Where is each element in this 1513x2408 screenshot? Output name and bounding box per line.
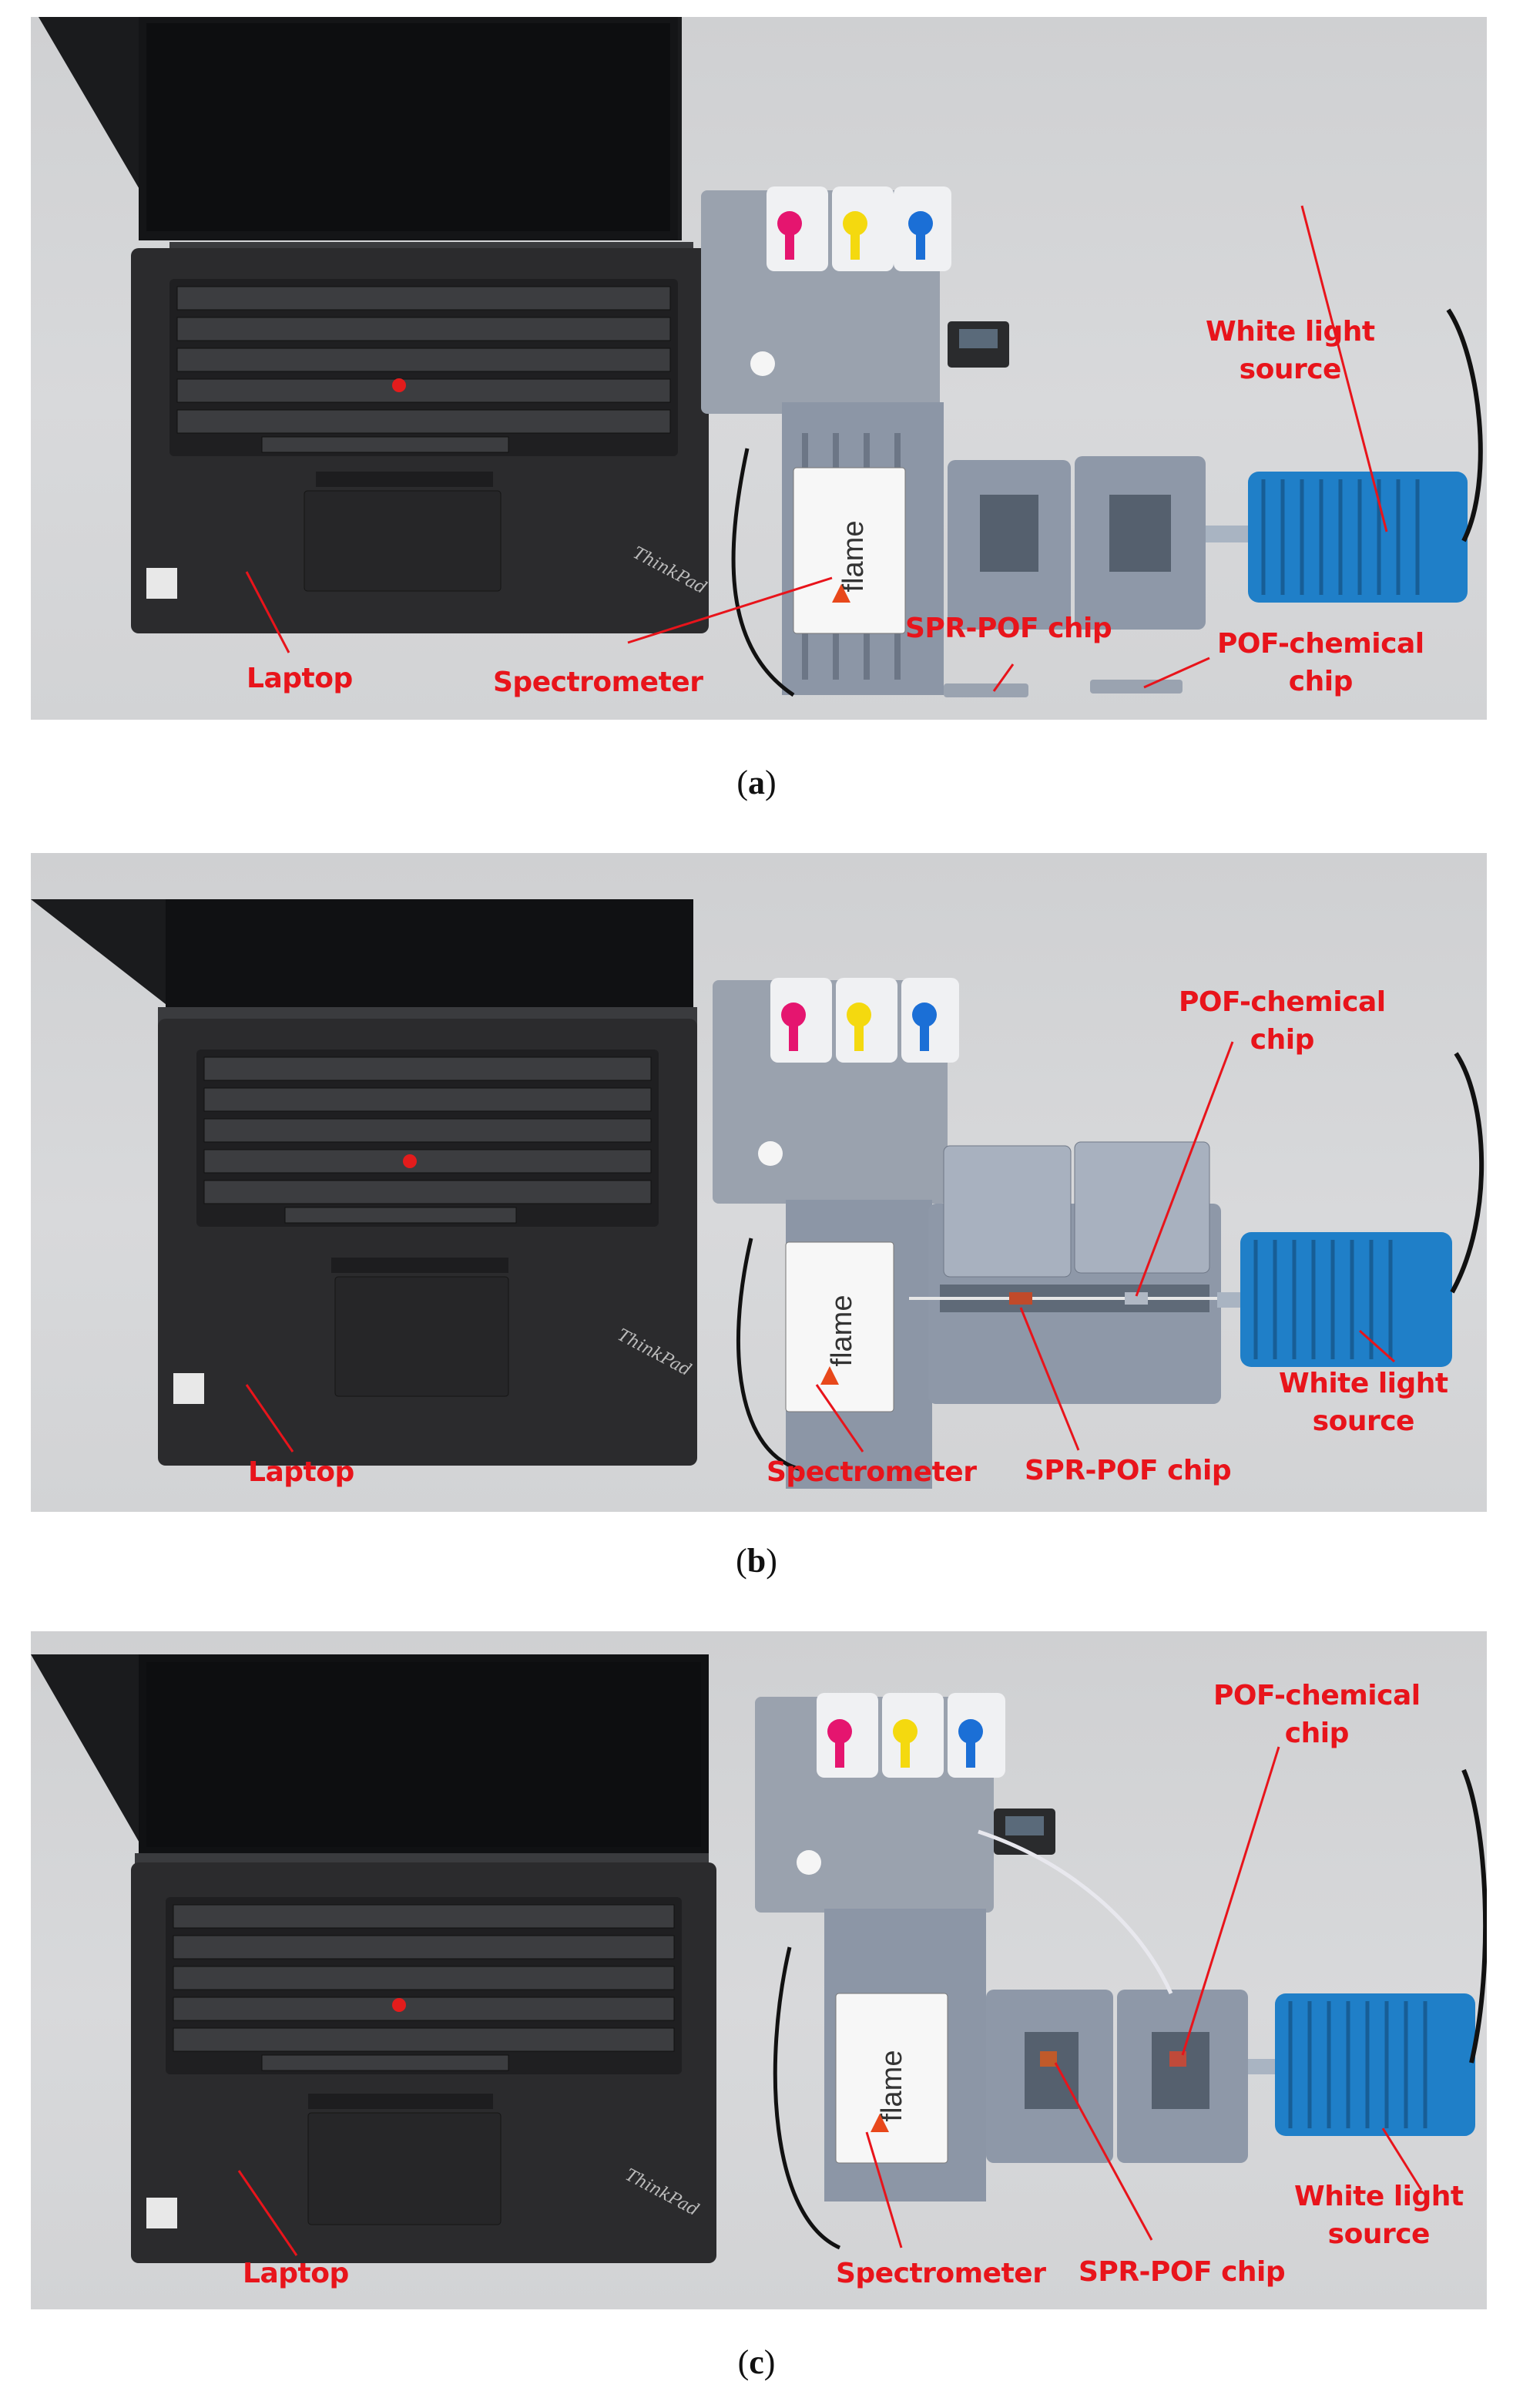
label-laptop-b: Laptop xyxy=(248,1456,354,1488)
chip-holder-right xyxy=(1075,456,1206,630)
pof-chemical-chip xyxy=(1169,2051,1186,2067)
ink-reservoir xyxy=(701,186,1009,414)
laptop: ThinkPad xyxy=(39,17,710,633)
photo-panel-b: ThinkPad flame xyxy=(31,853,1487,1512)
setup-photo-b: ThinkPad flame xyxy=(31,899,1484,1489)
chip-holder-left xyxy=(948,460,1071,630)
chip-holder-left xyxy=(986,1990,1113,2163)
caption-c: (c) xyxy=(737,2343,776,2381)
label-light-source-c: White light source xyxy=(1294,2181,1464,2250)
label-pof-chip-c: POF-chemical chip xyxy=(1213,1680,1421,1749)
ink-reservoir xyxy=(755,1693,1055,1913)
spr-pof-chip xyxy=(1040,2051,1057,2067)
ink-reservoir xyxy=(713,978,959,1204)
chip-holder-right xyxy=(1117,1990,1248,2163)
spr-pof-chip xyxy=(944,683,1028,697)
label-spectrometer-c: Spectrometer xyxy=(836,2258,1046,2289)
setup-photo-c: ThinkPad flame xyxy=(31,1654,1487,2263)
pof-chemical-chip xyxy=(1090,680,1183,694)
white-light-source xyxy=(1206,472,1468,603)
label-light-source-a: White light source xyxy=(1206,316,1375,385)
label-laptop-a: Laptop xyxy=(247,663,353,694)
spectrometer: flame xyxy=(785,1241,894,1412)
setup-photo-a: ThinkPad flame xyxy=(39,17,1483,697)
white-light-source xyxy=(1248,1993,1475,2136)
label-spr-chip-a: SPR-POF chip xyxy=(905,613,1112,644)
label-spectrometer-b: Spectrometer xyxy=(767,1456,977,1488)
label-light-source-b: White light source xyxy=(1279,1368,1448,1437)
spectrometer-brand: flame xyxy=(837,521,870,593)
spectrometer-brand: flame xyxy=(826,1295,858,1367)
caption-b: (b) xyxy=(736,1542,777,1580)
laptop: ThinkPad xyxy=(31,1654,716,2263)
white-light-source xyxy=(1217,1232,1452,1367)
label-pof-chip-a: POF-chemical chip xyxy=(1217,628,1424,697)
open-chip-holder xyxy=(909,1141,1233,1404)
label-pof-chip-b: POF-chemical chip xyxy=(1179,986,1386,1056)
spr-pof-chip xyxy=(1009,1292,1032,1305)
caption-letter-a: a xyxy=(748,764,765,801)
caption-letter-b: b xyxy=(746,1542,767,1580)
photo-panel-a: ThinkPad flame xyxy=(31,17,1487,720)
laptop: ThinkPad xyxy=(31,899,697,1466)
caption-a: (a) xyxy=(736,764,777,801)
photo-panel-c: ThinkPad flame xyxy=(31,1631,1487,2309)
spectrometer: flame xyxy=(793,467,906,634)
spectrometer: flame xyxy=(835,1993,948,2164)
label-spr-chip-b: SPR-POF chip xyxy=(1025,1455,1232,1486)
caption-letter-c: c xyxy=(749,2343,764,2381)
label-spr-chip-c: SPR-POF chip xyxy=(1079,2256,1286,2288)
label-spectrometer-a: Spectrometer xyxy=(493,667,703,698)
label-laptop-c: Laptop xyxy=(243,2258,349,2289)
pof-chemical-chip xyxy=(1125,1292,1148,1305)
spectrometer-brand: flame xyxy=(876,2050,908,2122)
